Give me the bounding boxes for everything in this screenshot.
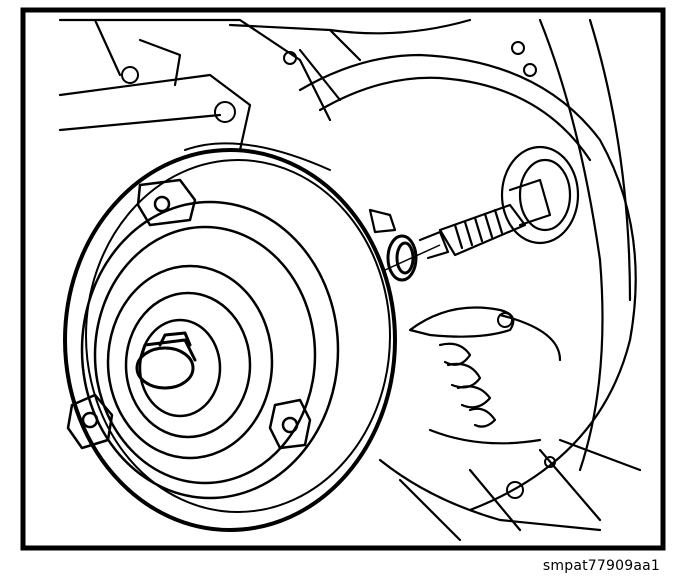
converter-hub [135, 331, 197, 390]
installation-guide-line [384, 244, 441, 271]
transmission-housing [58, 18, 642, 542]
input-shaft [418, 145, 580, 260]
housing-bolts [121, 41, 556, 499]
torque-converter [63, 142, 397, 532]
figure-image-label: smpat77909aa1 [542, 558, 660, 574]
figure-border [20, 7, 666, 551]
converter-mounting-lugs [66, 178, 312, 450]
hand-illustration [408, 306, 562, 428]
converter-outer-shell [63, 148, 397, 532]
